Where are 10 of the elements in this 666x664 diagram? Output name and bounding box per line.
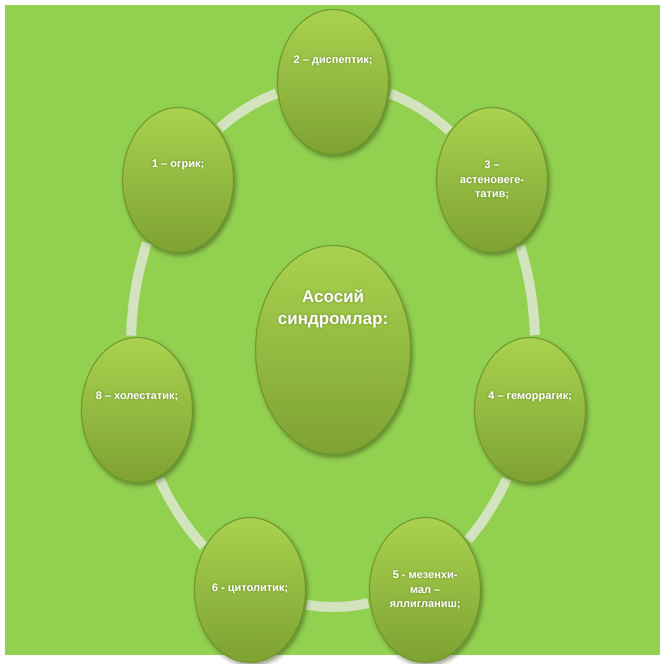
node-label: Асосий синдромлар: [276,286,390,330]
ring-connector [464,474,512,544]
node-label: 6 - цитолитик; [210,580,290,596]
node-label: 5 - мезенхи- мал – яллигланиш; [388,568,462,612]
node-label: 2 – диспептик; [292,52,374,68]
node-label: 4 – геморрагик; [487,388,573,404]
ring-connector [154,474,208,550]
node-label: 8 – холестатик; [94,388,180,404]
node-label: 1 – огрик; [150,156,206,172]
node-label: 3 – астеновеге- татив; [458,158,526,202]
